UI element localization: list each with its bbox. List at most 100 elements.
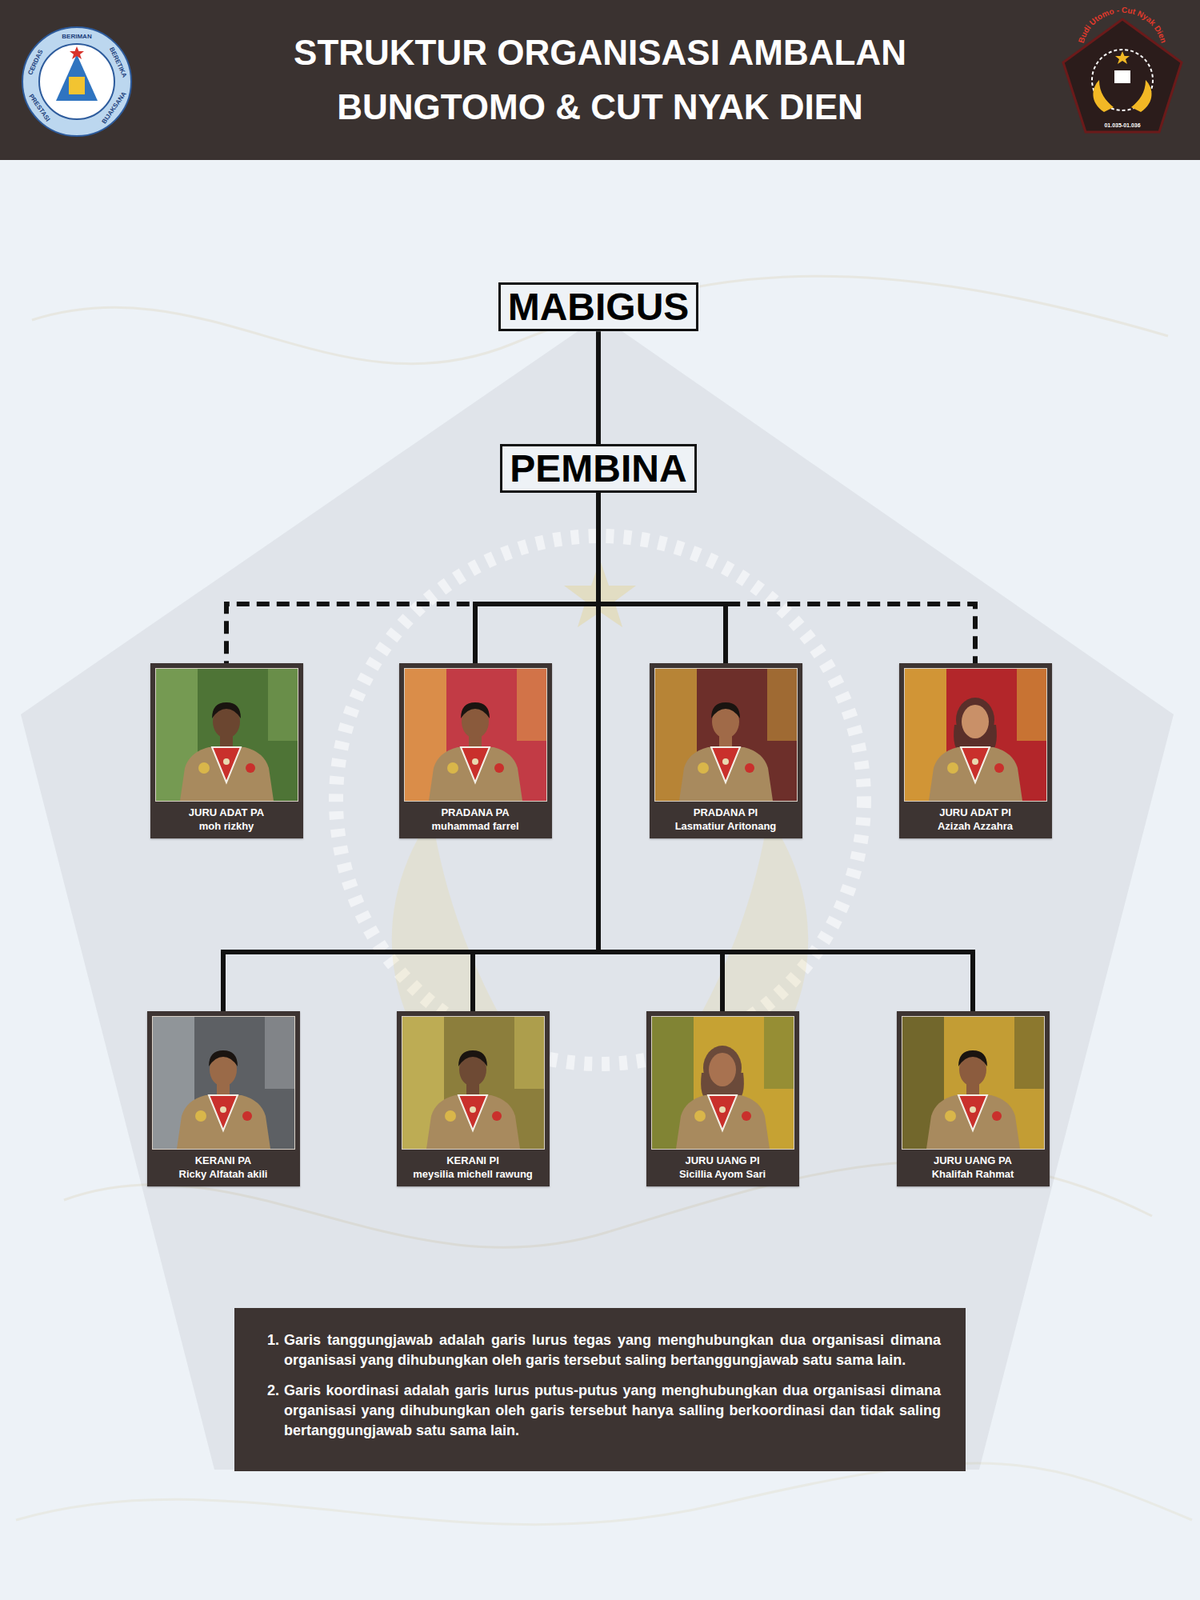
logo-emblem [56, 54, 98, 101]
photo-badge [245, 763, 256, 773]
member-photo [654, 668, 798, 802]
member-photo [651, 1016, 795, 1150]
photo-badge [992, 1111, 1002, 1121]
photo-woggle [972, 758, 979, 765]
responsibility-line [475, 492, 599, 664]
photo-badge [195, 1110, 207, 1122]
role-title: JURU ADAT PA [155, 805, 299, 820]
photo-scarf [711, 747, 740, 783]
photo-badge [944, 1110, 956, 1122]
member-photo [155, 668, 299, 802]
logo-word: CERDAS [26, 48, 45, 76]
photo-badge [198, 762, 210, 774]
rank-title: PEMBINA [509, 446, 687, 491]
note-text: Garis tanggungjawab adalah garis lurus t… [284, 1330, 941, 1381]
member-photo [401, 1016, 545, 1150]
role-title: PRADANA PI [654, 805, 798, 820]
photo-scenery [264, 1016, 295, 1089]
role-title: JURU ADAT PI [904, 805, 1048, 820]
photo-scenery [516, 668, 547, 741]
photo-badge [694, 1110, 706, 1122]
photo-scenery [1014, 1016, 1044, 1089]
logo-word: BERIMAN [61, 32, 92, 40]
photo-hair [458, 1050, 488, 1067]
photo-scenery [767, 668, 797, 741]
photo-ground [902, 1016, 1044, 1149]
responsibility-line [596, 331, 601, 444]
photo-scenery [514, 1016, 544, 1089]
member-card: JURU UANG PAKhalifah Rahmat [896, 1011, 1050, 1187]
role-title: JURU UANG PI [651, 1153, 795, 1168]
logo-book [1114, 70, 1131, 84]
role-title: KERANI PA [152, 1153, 296, 1168]
photo-uniform [679, 747, 773, 801]
logo-inner [39, 44, 115, 120]
photo-face [708, 1052, 736, 1087]
photo-badge [947, 762, 959, 774]
label-path-text: Budi Utomo - Cut Nyak Dien [1076, 5, 1169, 44]
photo-uniform [176, 1095, 271, 1149]
role-title: JURU UANG PA [901, 1153, 1045, 1168]
member-name: muhammad farrel [404, 819, 548, 833]
member-name: moh rizkhy [155, 819, 299, 833]
logo-word: BERETIKA [108, 45, 129, 79]
coordination-line [598, 492, 976, 664]
rank-box: MABIGUS [498, 282, 700, 332]
rank-title: MABIGUS [508, 284, 690, 329]
photo-woggle [223, 758, 230, 765]
photo-woggle [969, 1106, 976, 1113]
photo-ground [655, 668, 797, 801]
responsibility-line [598, 492, 726, 664]
responsibility-line [598, 492, 973, 1012]
school-logo [22, 27, 132, 136]
photo-scarf [958, 1095, 988, 1131]
photo-hair [460, 702, 490, 719]
logo-star [1115, 51, 1130, 64]
photo-scarf [458, 1095, 488, 1131]
photo-ground [402, 1016, 544, 1149]
photo-ground [152, 1016, 295, 1149]
photo-scarf [212, 747, 241, 783]
photo-badge [744, 763, 755, 773]
photo-uniform [428, 747, 523, 801]
marble-vein [16, 1463, 1192, 1525]
page-title: STRUKTUR ORGANISASI AMBALAN BUNGTOMO & C… [240, 25, 960, 135]
photo-woggle [722, 758, 729, 765]
member-card: KERANI PARicky Alfatah akili [147, 1011, 300, 1187]
photo-woggle [220, 1106, 227, 1113]
photo-badge [447, 762, 459, 774]
notes-panel: 1.Garis tanggungjawab adalah garis lurus… [234, 1308, 966, 1472]
member-name: Ricky Alfatah akili [152, 1167, 296, 1181]
photo-hijab [956, 697, 995, 743]
photo-ground [404, 668, 547, 801]
photo-woggle [472, 758, 479, 765]
member-photo [404, 668, 548, 802]
photo-scenery [764, 1016, 794, 1089]
photo-scenery [268, 668, 298, 741]
photo-badge [741, 1111, 752, 1121]
photo-ground [904, 668, 1047, 801]
logo-flame [1092, 80, 1114, 112]
logo-number: 01.035-01.036 [1104, 122, 1140, 128]
member-card: JURU UANG PISicillia Ayom Sari [646, 1011, 800, 1187]
note-number: 1. [258, 1330, 280, 1381]
logo-ring [22, 27, 132, 136]
role-title: PRADANA PA [404, 805, 548, 820]
photo-uniform [676, 1095, 770, 1149]
member-name: Azizah Azzahra [904, 819, 1048, 833]
photo-scarf [708, 1095, 737, 1131]
photo-badge [994, 763, 1004, 773]
logo-emblem [68, 76, 85, 95]
photo-ground [652, 1016, 794, 1149]
logo-word: PRESTASI [27, 92, 52, 123]
logo-word: BIJAKSANA [100, 90, 128, 126]
member-photo [901, 1016, 1045, 1150]
photo-badge [697, 762, 709, 774]
member-card: JURU ADAT PAmoh rizkhy [150, 663, 304, 839]
photo-hair [212, 702, 241, 719]
watermark-pentagon [20, 316, 1174, 1470]
photo-hair [958, 1050, 988, 1067]
photo-woggle [719, 1106, 726, 1113]
